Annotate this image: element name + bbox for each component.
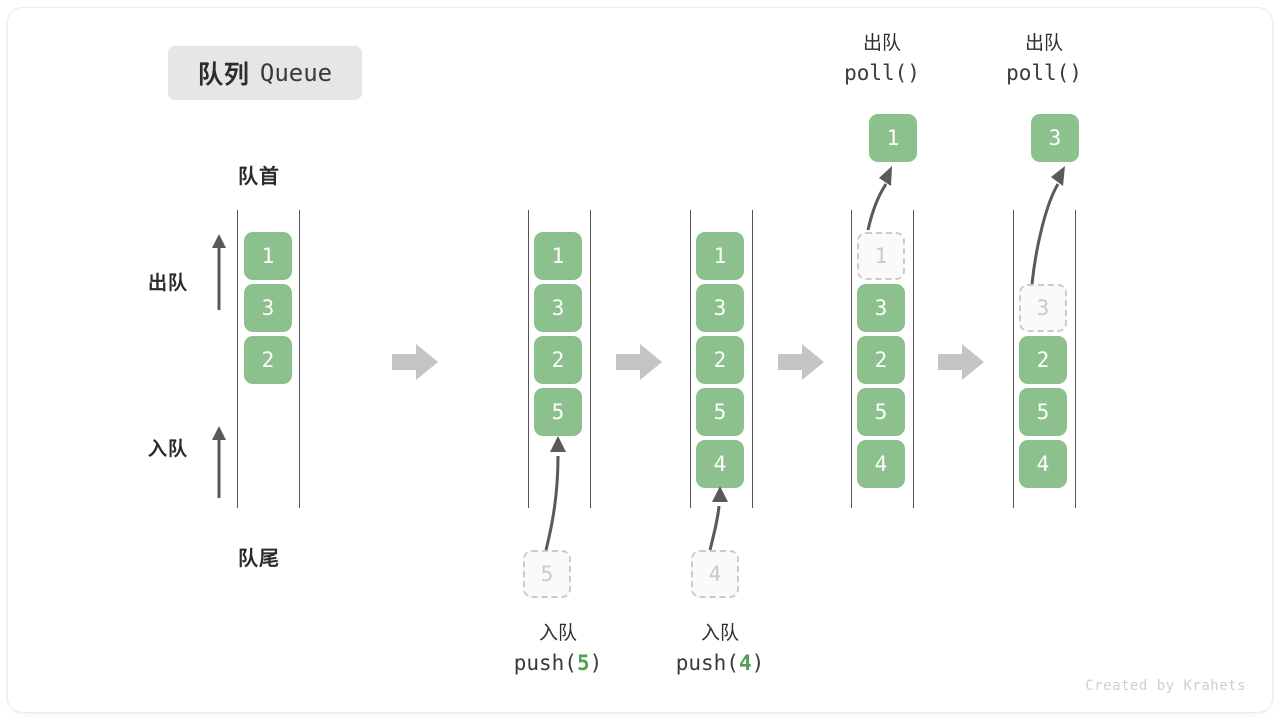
operation-label-cn: 出队 bbox=[862, 33, 901, 54]
op-code-suffix: ) bbox=[1069, 60, 1082, 85]
queue-cell: 2 bbox=[696, 336, 744, 384]
op-code-prefix: poll( bbox=[844, 60, 908, 85]
queue-cell: 3 bbox=[857, 284, 905, 332]
step-arrow-icon bbox=[778, 344, 824, 380]
ghost-cell-push5: 5 bbox=[523, 550, 571, 598]
queue-rail-left-col1 bbox=[237, 210, 238, 508]
queue-tail-label: 队尾 bbox=[238, 548, 280, 570]
queue-cell: 3 bbox=[696, 284, 744, 332]
push5-motion-arrow-icon bbox=[544, 436, 566, 551]
enqueue-direction-arrow-icon bbox=[212, 426, 226, 498]
operation-label-code: poll() bbox=[944, 58, 1144, 88]
queue-cell: 4 bbox=[1019, 440, 1067, 488]
push4-motion-arrow-icon bbox=[708, 486, 728, 551]
step-arrow-icon bbox=[392, 344, 438, 380]
queue-rail-right-col1 bbox=[299, 210, 300, 508]
step-arrow-icon bbox=[616, 344, 662, 380]
poll3-motion-arrow-icon bbox=[1030, 166, 1065, 285]
operation-label-poll1: 出队 poll() bbox=[782, 30, 982, 88]
ghost-cell-push4: 4 bbox=[691, 550, 739, 598]
op-code-value: 4 bbox=[738, 650, 752, 675]
queue-cell-new: 4 bbox=[696, 440, 744, 488]
queue-cell: 5 bbox=[696, 388, 744, 436]
step-arrow-icon bbox=[938, 344, 984, 380]
operation-label-cn: 入队 bbox=[538, 623, 577, 644]
operation-label-code: push(4) bbox=[620, 648, 820, 678]
op-code-prefix: push( bbox=[675, 650, 739, 675]
queue-cell-new: 5 bbox=[534, 388, 582, 436]
op-code-prefix: poll( bbox=[1006, 60, 1070, 85]
queue-cell: 2 bbox=[1019, 336, 1067, 384]
queue-cell: 1 bbox=[534, 232, 582, 280]
queue-cell: 2 bbox=[534, 336, 582, 384]
queue-rail-right-col5 bbox=[1075, 210, 1076, 508]
dequeue-direction-arrow-icon bbox=[212, 234, 226, 310]
queue-cell: 3 bbox=[244, 284, 292, 332]
queue-cell: 2 bbox=[857, 336, 905, 384]
polled-cell-output: 1 bbox=[869, 114, 917, 162]
queue-head-label: 队首 bbox=[238, 166, 280, 188]
queue-rail-right-col3 bbox=[752, 210, 753, 508]
title-chinese: 队列 bbox=[197, 61, 250, 89]
ghost-cell-poll3: 3 bbox=[1019, 284, 1067, 332]
queue-rail-right-col2 bbox=[590, 210, 591, 508]
operation-label-cn: 出队 bbox=[1024, 33, 1063, 54]
watermark: Created by Krahets bbox=[1085, 678, 1246, 694]
operation-label-cn: 入队 bbox=[700, 623, 739, 644]
op-code-prefix: push( bbox=[513, 650, 577, 675]
queue-cell: 5 bbox=[1019, 388, 1067, 436]
queue-cell: 5 bbox=[857, 388, 905, 436]
op-code-suffix: ) bbox=[751, 650, 765, 675]
operation-label-code: push(5) bbox=[458, 648, 658, 678]
operation-label-poll3: 出队 poll() bbox=[944, 30, 1144, 88]
queue-rail-left-col5 bbox=[1013, 210, 1014, 508]
queue-cell: 2 bbox=[244, 336, 292, 384]
operation-label-code: poll() bbox=[782, 58, 982, 88]
operation-label-push5: 入队 push(5) bbox=[458, 620, 658, 678]
queue-cell: 3 bbox=[534, 284, 582, 332]
enqueue-direction-label: 入队 bbox=[148, 439, 189, 460]
queue-rail-left-col4 bbox=[851, 210, 852, 508]
queue-rail-left-col2 bbox=[528, 210, 529, 508]
queue-cell: 1 bbox=[244, 232, 292, 280]
op-code-value: 5 bbox=[576, 650, 590, 675]
queue-rail-right-col4 bbox=[913, 210, 914, 508]
dequeue-direction-label: 出队 bbox=[148, 273, 189, 294]
title-english: Queue bbox=[259, 59, 333, 87]
queue-cell: 4 bbox=[857, 440, 905, 488]
op-code-suffix: ) bbox=[907, 60, 920, 85]
queue-rail-left-col3 bbox=[690, 210, 691, 508]
queue-cell: 1 bbox=[696, 232, 744, 280]
op-code-suffix: ) bbox=[589, 650, 603, 675]
operation-label-push4: 入队 push(4) bbox=[620, 620, 820, 678]
polled-cell-output: 3 bbox=[1031, 114, 1079, 162]
poll1-motion-arrow-icon bbox=[866, 166, 892, 231]
ghost-cell-poll1: 1 bbox=[857, 232, 905, 280]
title-badge: 队列 Queue bbox=[168, 46, 362, 100]
